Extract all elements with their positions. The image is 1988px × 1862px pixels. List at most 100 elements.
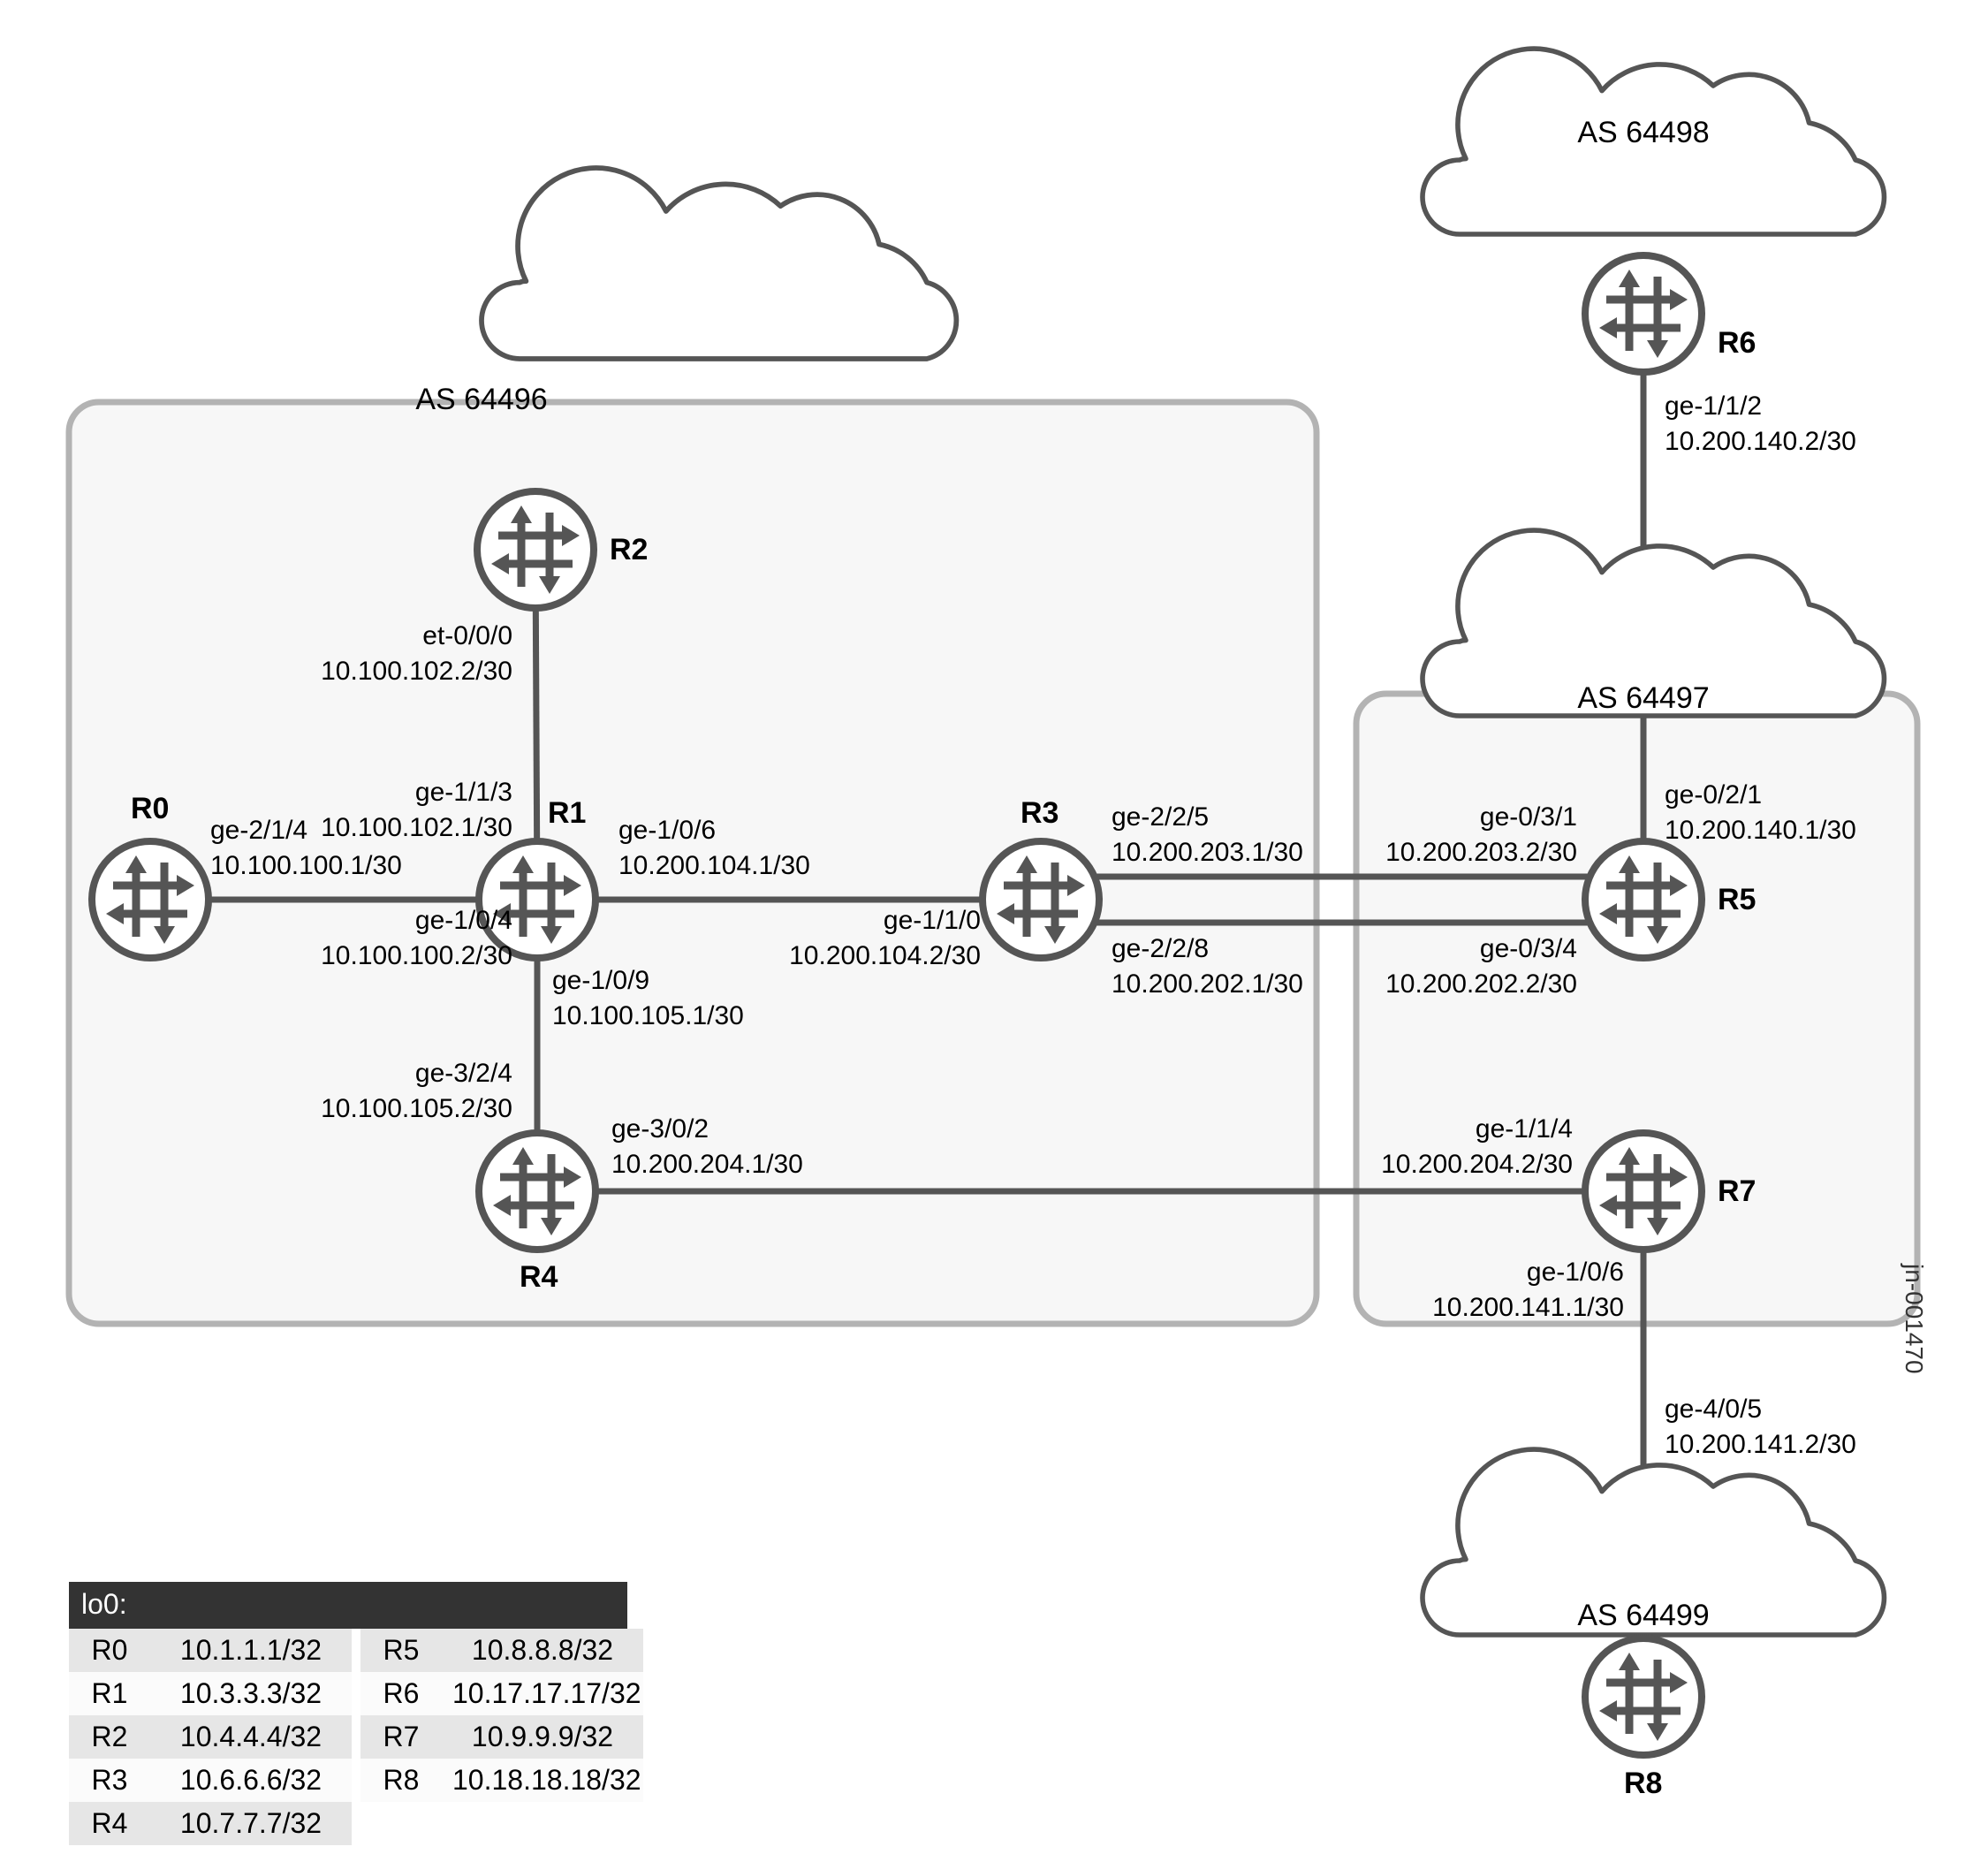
iface-address: 10.200.204.2/30 [1381,1150,1573,1179]
loopback-router: R8 [360,1759,442,1802]
iface-label-r1-ge-1-1-3: ge-1/1/3 10.100.102.1/30 [159,775,512,846]
table-row: R5 10.8.8.8/32 [360,1629,643,1672]
router-node-r3 [983,841,1099,958]
iface-address: 10.200.140.2/30 [1665,427,1856,456]
loopback-address: 10.3.3.3/32 [150,1672,352,1715]
iface-name: ge-1/0/4 [414,906,512,935]
router-node-r4 [479,1133,596,1250]
iface-address: 10.200.202.1/30 [1112,969,1303,999]
iface-name: et-0/0/0 [422,621,512,650]
cloud-as64496 [482,168,956,359]
iface-name: ge-2/2/5 [1112,802,1210,832]
router-label-r4: R4 [520,1260,558,1294]
loopback-address: 10.9.9.9/32 [442,1715,643,1759]
iface-address: 10.200.141.1/30 [1432,1293,1624,1322]
router-label-r1: R1 [548,796,587,830]
router-label-r3: R3 [1021,796,1059,830]
cloud-label-as64497: AS 64497 [1577,681,1710,715]
iface-name: ge-0/2/1 [1665,780,1763,809]
loopback-router: R4 [69,1802,150,1845]
iface-address: 10.200.141.2/30 [1665,1430,1856,1459]
iface-label-r5-ge-0-3-1: ge-0/3/1 10.200.203.2/30 [1224,800,1577,870]
iface-name: ge-1/0/9 [552,966,650,995]
router-node-r8 [1585,1638,1702,1755]
iface-address: 10.200.104.1/30 [618,851,810,880]
loopback-router: R6 [360,1672,442,1715]
router-node-r7 [1585,1133,1702,1250]
loopback-router: R0 [69,1629,150,1672]
loopback-address: 10.8.8.8/32 [442,1629,643,1672]
loopback-address: 10.17.17.17/32 [442,1672,643,1715]
iface-name: ge-2/2/8 [1112,934,1210,963]
table-row: R4 10.7.7.7/32 [69,1802,352,1845]
iface-label-r3-ge-2-2-8: ge-2/2/8 10.200.202.1/30 [1112,931,1483,1002]
iface-label-r1-ge-1-0-6: ge-1/0/6 10.200.104.1/30 [618,813,990,884]
iface-name: ge-3/0/2 [611,1114,709,1144]
iface-label-r3-ge-1-1-0: ge-1/1/0 10.200.104.2/30 [636,903,981,974]
as-group-box-left [65,399,1320,1327]
iface-label-r7-ge-1-1-4: ge-1/1/4 10.200.204.2/30 [1219,1112,1573,1182]
cloud-label-as64498: AS 64498 [1577,116,1710,149]
iface-address: 10.100.100.2/30 [321,941,512,970]
router-node-r6 [1585,255,1702,372]
router-node-r5 [1585,841,1702,958]
loopback-router: R3 [69,1759,150,1802]
iface-label-r5-ge-0-3-4: ge-0/3/4 10.200.202.2/30 [1224,931,1577,1002]
router-label-r6: R6 [1718,326,1757,360]
iface-name: ge-1/1/2 [1665,391,1763,421]
iface-name: ge-3/2/4 [414,1059,512,1088]
iface-address: 10.200.140.1/30 [1665,816,1856,845]
loopback-table-column-left: R0 10.1.1.1/32 R1 10.3.3.3/32 R2 10.4.4.… [69,1629,352,1845]
table-row: R3 10.6.6.6/32 [69,1759,352,1802]
iface-name: ge-1/0/6 [618,816,717,845]
iface-label-r0-ge-2-1-4: ge-2/1/4 10.100.100.1/30 [210,813,581,884]
iface-address: 10.100.105.2/30 [321,1094,512,1123]
cloud-label-as64499: AS 64499 [1577,1599,1710,1632]
loopback-address: 10.1.1.1/32 [150,1629,352,1672]
loopback-table-column-right: R5 10.8.8.8/32 R6 10.17.17.17/32 R7 10.9… [360,1629,643,1845]
table-row: R0 10.1.1.1/32 [69,1629,352,1672]
table-row: R1 10.3.3.3/32 [69,1672,352,1715]
loopback-address: 10.18.18.18/32 [442,1759,643,1802]
loopback-address: 10.6.6.6/32 [150,1759,352,1802]
loopback-router: R5 [360,1629,442,1672]
table-row: R2 10.4.4.4/32 [69,1715,352,1759]
cloud-label-as64496: AS 64496 [415,383,548,416]
iface-label-r6-ge-1-1-2: ge-1/1/2 10.200.140.2/30 [1665,389,1988,460]
iface-name: ge-1/1/0 [883,906,981,935]
loopback-router: R2 [69,1715,150,1759]
iface-address: 10.200.202.2/30 [1385,969,1577,999]
iface-label-r1-ge-1-0-4: ge-1/0/4 10.100.100.2/30 [177,903,512,974]
iface-label-r2-et-0-0-0: et-0/0/0 10.100.102.2/30 [159,619,512,689]
loopback-router: R1 [69,1672,150,1715]
iface-address: 10.100.105.1/30 [552,1001,744,1030]
iface-address: 10.200.203.2/30 [1385,838,1577,867]
iface-name: ge-0/3/4 [1479,934,1577,963]
router-label-r8: R8 [1624,1767,1663,1800]
router-label-r5: R5 [1718,883,1757,916]
figure-id-watermark: jn-001470 [1901,1264,1928,1374]
loopback-table-header: lo0: [69,1582,627,1629]
loopback-address-table: lo0: R0 10.1.1.1/32 R1 10.3.3.3/32 R2 10… [69,1582,643,1845]
iface-address: 10.200.204.1/30 [611,1150,803,1179]
iface-address: 10.100.102.2/30 [321,657,512,686]
iface-label-r1-ge-1-0-9: ge-1/0/9 10.100.105.1/30 [552,963,906,1034]
iface-label-r4-ge-3-2-4: ge-3/2/4 10.100.105.2/30 [163,1056,512,1127]
iface-name: ge-1/1/4 [1475,1114,1573,1144]
iface-label-r4-ge-3-0-2: ge-3/0/2 10.200.204.1/30 [611,1112,983,1182]
iface-label-r3-ge-2-2-5: ge-2/2/5 10.200.203.1/30 [1112,800,1483,870]
iface-address: 10.100.100.1/30 [210,851,402,880]
loopback-router: R7 [360,1715,442,1759]
iface-name: ge-4/0/5 [1665,1395,1763,1424]
table-row: R7 10.9.9.9/32 [360,1715,643,1759]
iface-address: 10.200.104.2/30 [789,941,981,970]
router-label-r0: R0 [131,792,170,825]
iface-label-r7-ge-1-0-6: ge-1/0/6 10.200.141.1/30 [1271,1255,1624,1326]
router-label-r7: R7 [1718,1174,1757,1208]
iface-name: ge-0/3/1 [1479,802,1577,832]
iface-name: ge-1/0/6 [1526,1258,1624,1287]
table-row: R6 10.17.17.17/32 [360,1672,643,1715]
iface-label-r8-ge-4-0-5: ge-4/0/5 10.200.141.2/30 [1665,1392,1988,1463]
